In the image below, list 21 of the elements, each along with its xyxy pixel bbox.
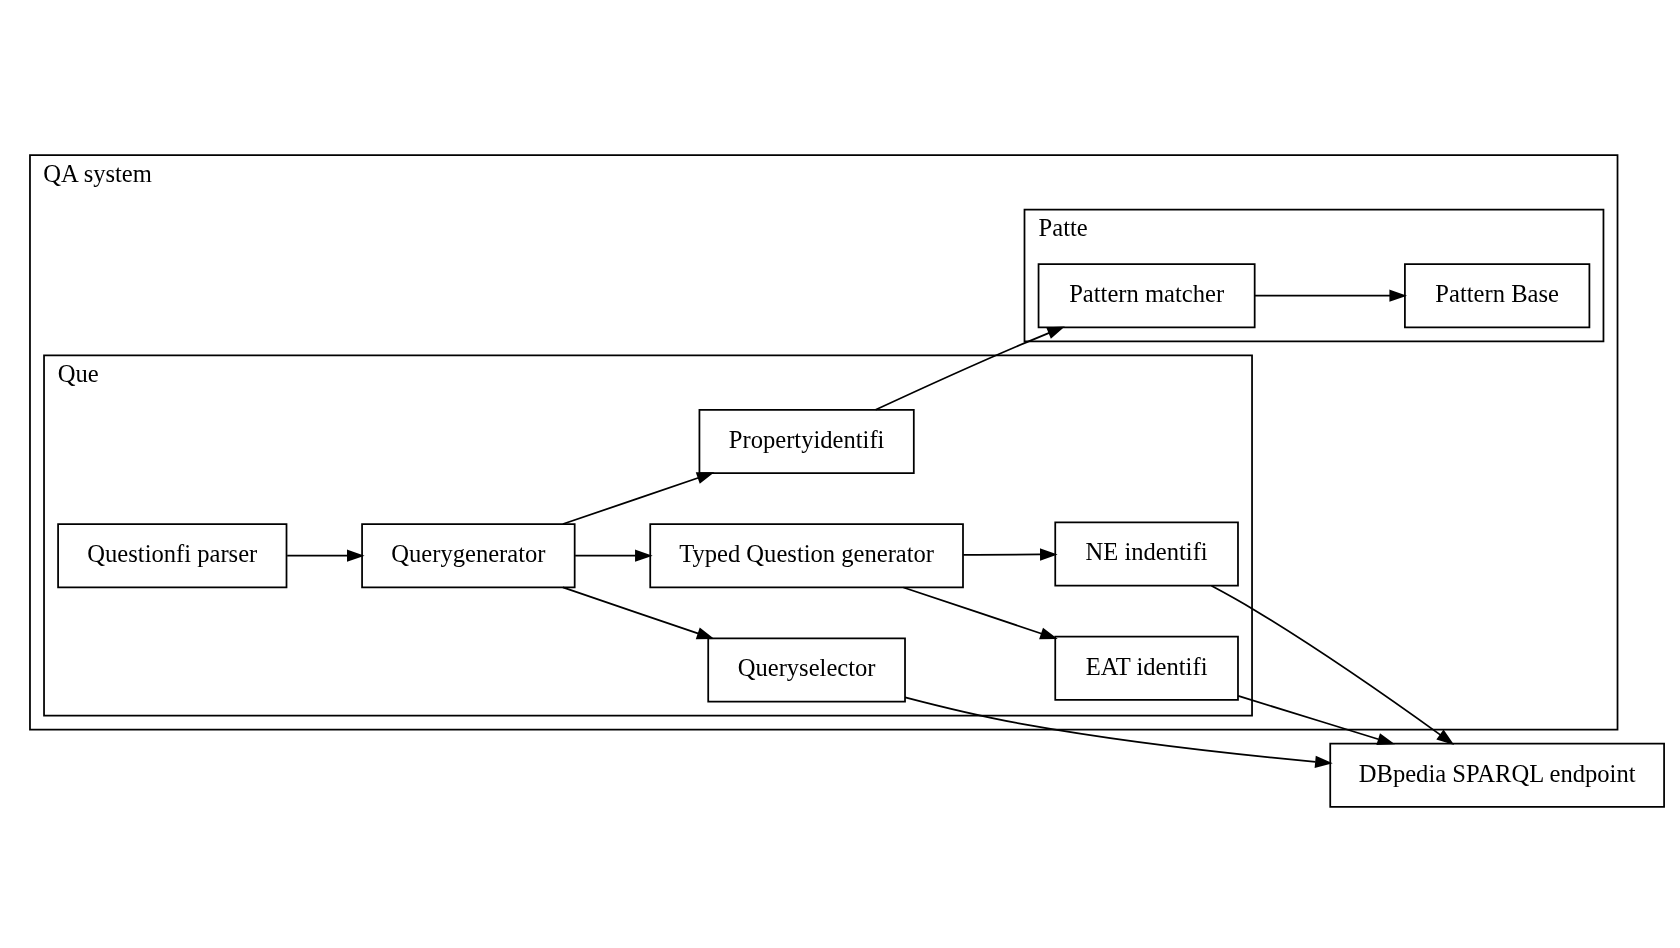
node-box: Pattern Base <box>1404 263 1591 329</box>
node-box: EAT identifi <box>1054 635 1239 701</box>
arrow <box>962 548 1058 561</box>
arrow <box>874 326 1065 411</box>
arrow <box>562 472 715 525</box>
arrow <box>904 696 1333 768</box>
node-box: Queryselector <box>707 637 906 703</box>
node-box: Pattern matcher <box>1037 263 1256 329</box>
node-box: Typed Question generator <box>649 523 964 589</box>
arrow <box>1210 584 1455 745</box>
arrow <box>902 586 1058 640</box>
arrow <box>1237 695 1395 746</box>
arrow <box>562 586 715 640</box>
arrow <box>1253 289 1407 302</box>
node-box: Querygenerator <box>361 523 576 589</box>
node-box: Questionfi parser <box>57 523 288 589</box>
arrow <box>286 549 365 562</box>
node-box: DBpedia SPARQL endpoint <box>1329 742 1665 808</box>
arrow <box>574 549 653 562</box>
node-box: Propertyidentifi <box>698 409 915 474</box>
node-box: NE indentifi <box>1054 521 1239 587</box>
